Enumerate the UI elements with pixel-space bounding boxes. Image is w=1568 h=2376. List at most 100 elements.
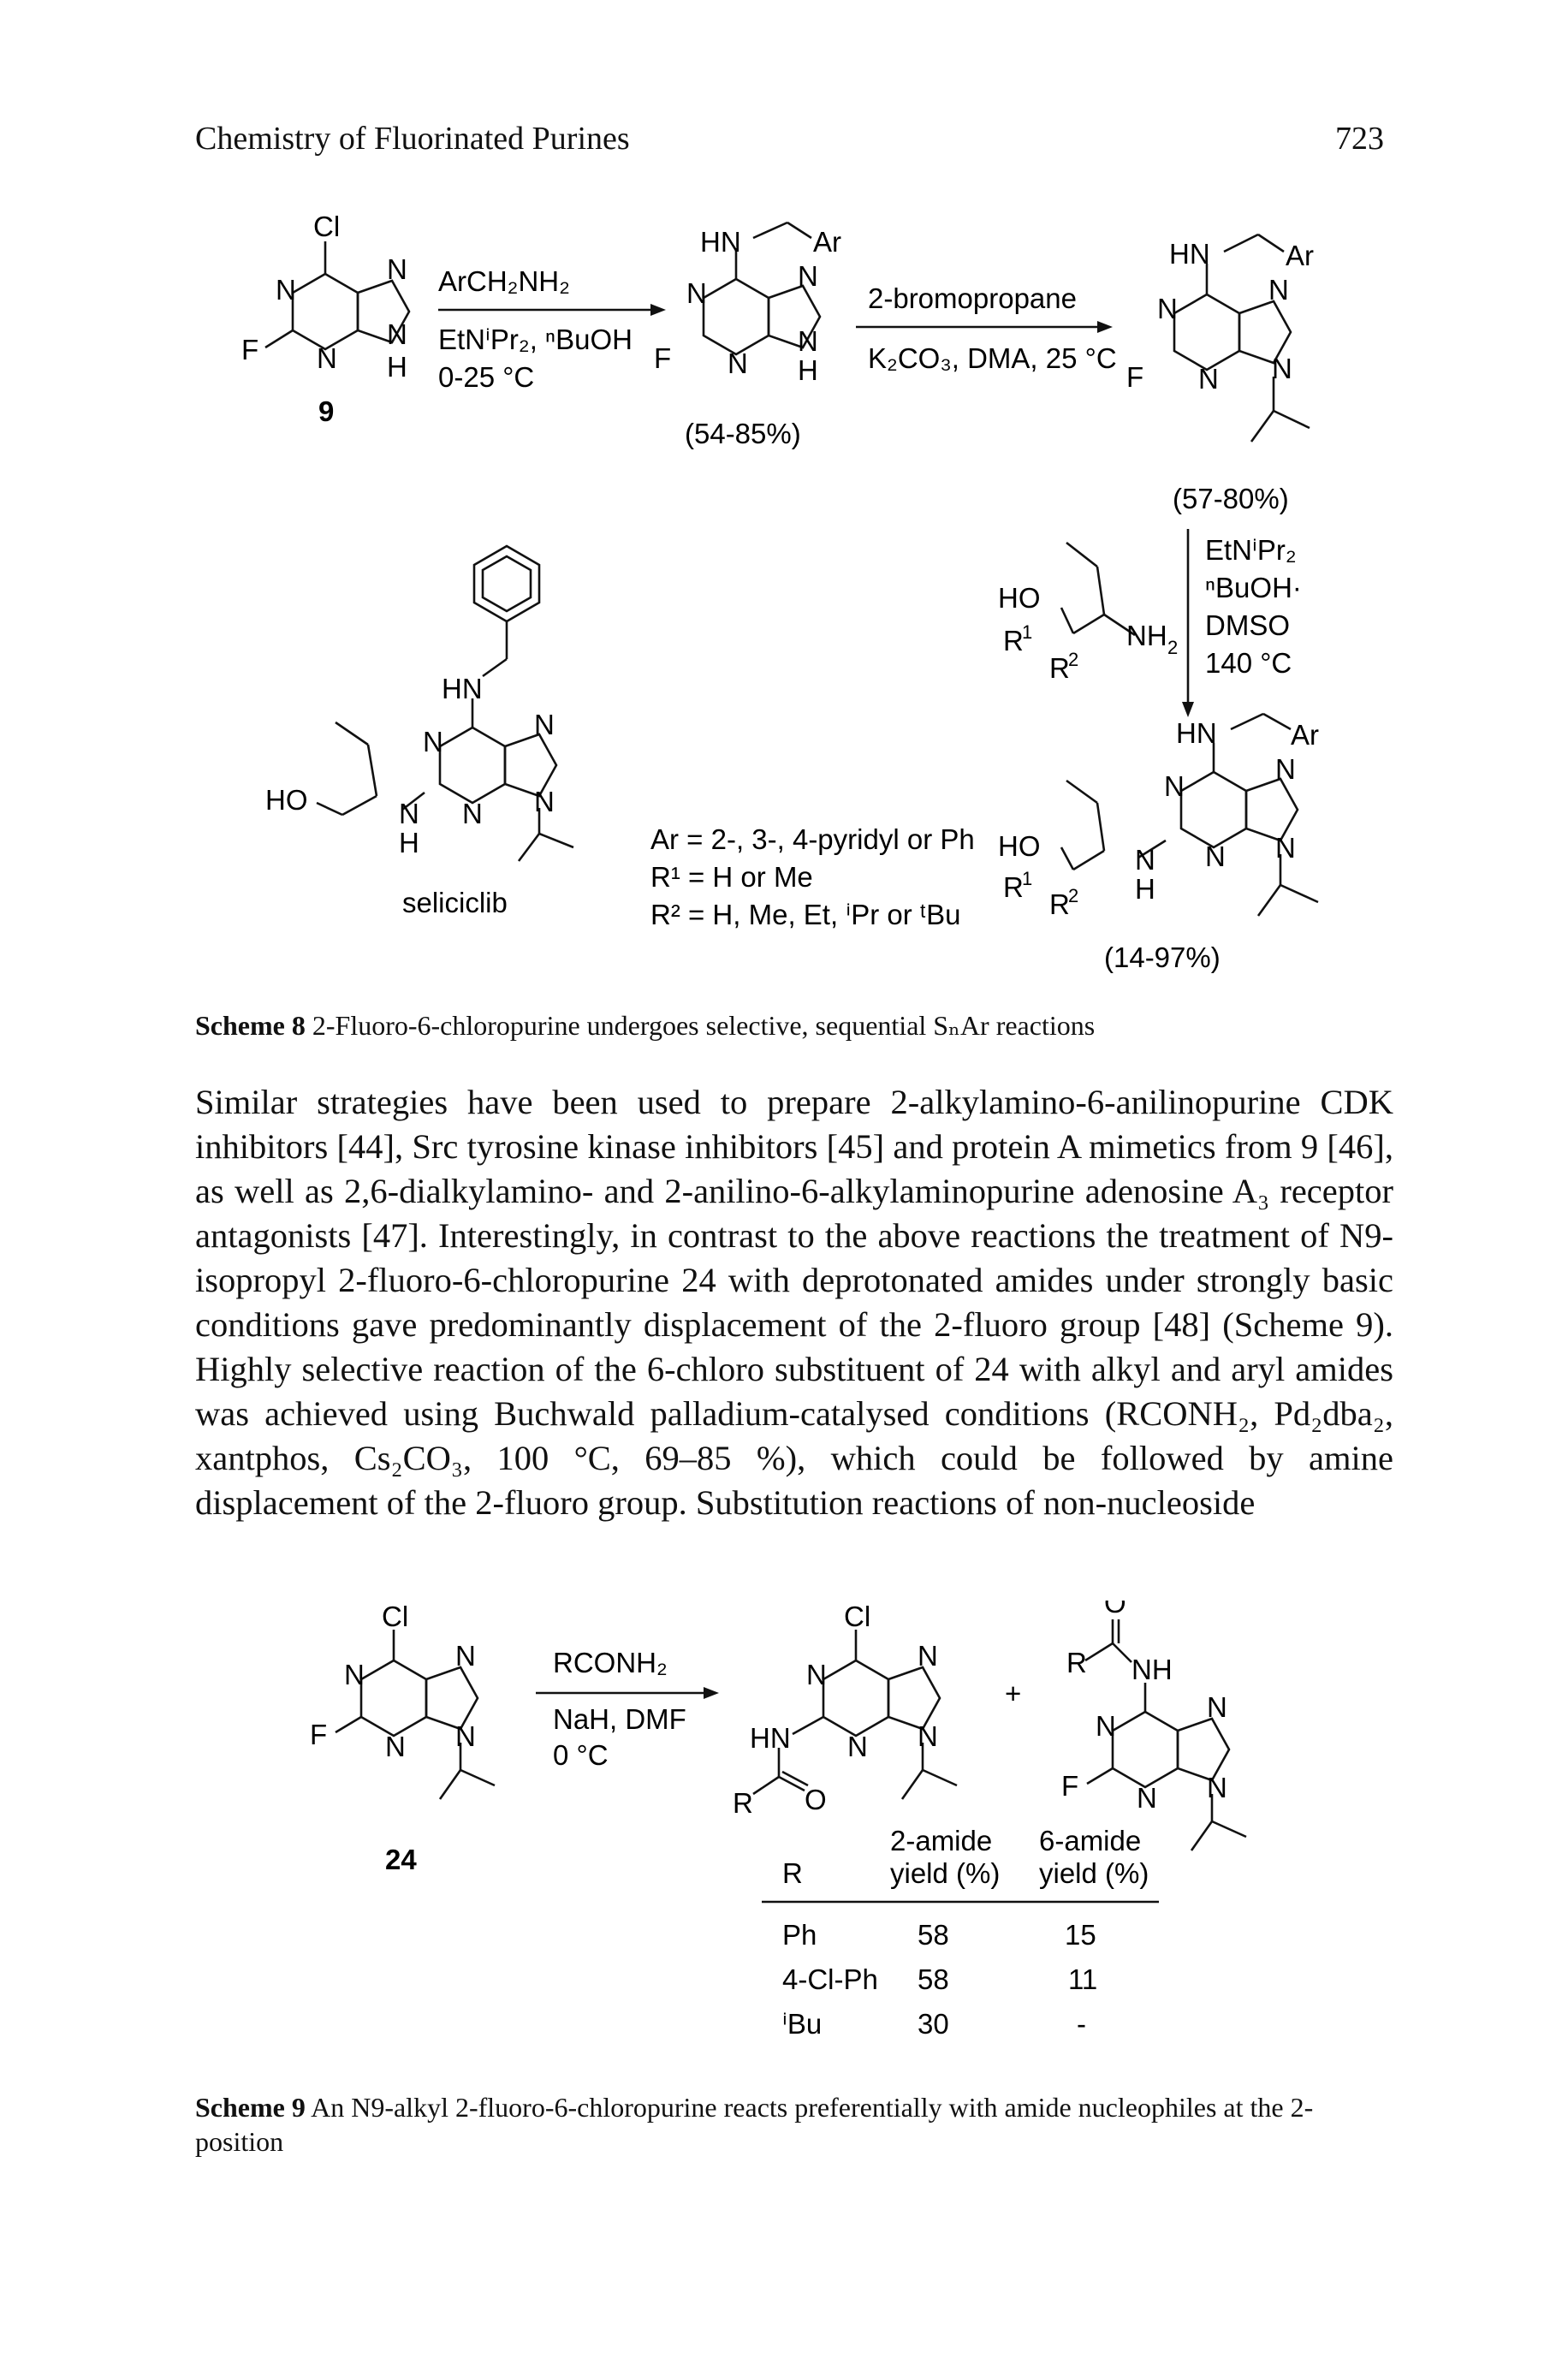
table-row-1-6amide: 15 (1065, 1919, 1096, 1951)
scheme-9-caption: Scheme 9 An N9-alkyl 2-fluoro-6-chloropu… (195, 2090, 1393, 2159)
yield-table: R 2-amide yield (%) 6-amide yield (%) Ph… (762, 1825, 1159, 2040)
svg-text:HN: HN (700, 226, 741, 258)
svg-text:1: 1 (1022, 868, 1032, 889)
six-amide-product-structure: O R NH N N N N F (1061, 1601, 1247, 1851)
svg-text:H: H (399, 827, 419, 858)
svg-text:N: N (462, 798, 483, 829)
svg-text:R: R (1003, 871, 1024, 903)
compound-24-structure: Cl N N N N F (310, 1601, 496, 1800)
svg-text:O: O (805, 1784, 827, 1815)
svg-text:N: N (806, 1659, 827, 1690)
step3-cond-4: 140 °C (1205, 647, 1292, 679)
compound-9-structure: Cl N N N N F H (241, 211, 411, 383)
svg-text:N: N (399, 798, 419, 829)
table-row-1-r: Ph (782, 1919, 817, 1951)
definition-ar: Ar = 2-, 3-, 4-pyridyl or Ph (650, 823, 975, 855)
body-paragraph-text: Similar strategies have been used to pre… (195, 1083, 1393, 1522)
svg-text:N: N (1164, 770, 1185, 802)
table-row-1-2amide: 58 (918, 1919, 949, 1951)
svg-text:NH: NH (1126, 620, 1167, 651)
svg-text:N: N (1268, 274, 1289, 306)
svg-text:R: R (1049, 652, 1070, 684)
table-header-2amide-line2: yield (%) (890, 1857, 1000, 1889)
svg-text:N: N (387, 253, 407, 285)
svg-text:N: N (455, 1640, 476, 1672)
svg-text:2: 2 (1068, 649, 1078, 670)
svg-text:N: N (847, 1731, 868, 1762)
step3-cond-3: DMSO (1205, 609, 1290, 641)
svg-text:2: 2 (1167, 637, 1178, 658)
svg-text:N: N (1272, 353, 1292, 384)
svg-text:NH: NH (1131, 1654, 1173, 1685)
table-row-3-6amide: - (1077, 2008, 1086, 2040)
scheme-8-caption: Scheme 8 2-Fluoro-6-chloropurine undergo… (195, 1008, 1393, 1042)
svg-text:N: N (1275, 832, 1296, 864)
definition-r1: R¹ = H or Me (650, 861, 813, 893)
step1-temp: 0-25 °C (438, 361, 534, 393)
two-amide-product-structure: Cl N N N N HN R O (733, 1601, 958, 1819)
table-header-6amide-line1: 6-amide (1039, 1825, 1141, 1856)
table-row-3-r: ⁱBu (782, 2008, 822, 2040)
svg-text:O: O (1104, 1601, 1126, 1619)
svg-text:Ar: Ar (813, 226, 841, 258)
svg-text:Cl: Cl (382, 1601, 408, 1632)
intermediate-1-structure: HN Ar N N N N F H (654, 221, 841, 386)
scheme9-conditions-2: 0 °C (553, 1739, 609, 1771)
svg-text:HO: HO (998, 582, 1041, 614)
step2-reagent: 2-bromopropane (868, 282, 1077, 314)
svg-text:N: N (534, 709, 555, 740)
step1-yield: (54-85%) (685, 418, 801, 449)
svg-text:2: 2 (1068, 885, 1078, 906)
step3-cond-1: EtNⁱPr₂ (1205, 534, 1297, 566)
svg-text:F: F (241, 334, 258, 365)
table-row-2-2amide: 58 (918, 1963, 949, 1995)
svg-text:R: R (1066, 1647, 1087, 1678)
svg-text:N: N (1096, 1710, 1116, 1742)
svg-text:Cl: Cl (313, 211, 340, 242)
running-header: Chemistry of Fluorinated Purines 723 (0, 0, 1568, 188)
table-header-r: R (782, 1857, 803, 1889)
scheme-8-figure: Cl N N N N F H 9 ArCH₂NH₂ EtNⁱPr₂, ⁿBuOH… (241, 211, 1319, 973)
svg-text:N: N (387, 318, 407, 350)
table-row-2-6amide: 11 (1068, 1963, 1097, 1995)
definition-r2: R² = H, Me, Et, ⁱPr or ᵗBu (650, 899, 960, 930)
seliciclib-structure: HN N N N N N H HO (265, 544, 574, 862)
scheme-9-caption-label: Scheme 9 (195, 2092, 306, 2123)
svg-text:F: F (1126, 361, 1143, 393)
svg-text:R: R (1003, 625, 1024, 656)
body-paragraph: Similar strategies have been used to pre… (195, 1080, 1393, 1525)
table-row-2-r: 4-Cl-Ph (782, 1963, 878, 1995)
svg-text:N: N (344, 1659, 365, 1690)
svg-text:1: 1 (1022, 621, 1032, 643)
svg-text:N: N (918, 1720, 938, 1752)
intermediate-2-structure: HN Ar N N N N F (1126, 233, 1314, 443)
step2-yield: (57-80%) (1173, 483, 1289, 514)
svg-text:HN: HN (1169, 238, 1210, 270)
final-product-structure: HN Ar N N N N N H HO R 1 R 2 (998, 712, 1319, 920)
svg-text:N: N (728, 347, 748, 379)
svg-text:R: R (1049, 888, 1070, 920)
svg-text:N: N (1207, 1772, 1227, 1803)
running-title: Chemistry of Fluorinated Purines (195, 121, 630, 157)
compound-24-label: 24 (385, 1844, 417, 1875)
svg-text:H: H (1135, 873, 1155, 905)
page-number: 723 (1335, 121, 1384, 157)
svg-text:N: N (534, 786, 555, 817)
svg-text:Ar: Ar (1286, 240, 1314, 271)
svg-text:N: N (1137, 1782, 1157, 1814)
svg-text:N: N (1135, 844, 1155, 876)
final-yield: (14-97%) (1104, 941, 1221, 973)
svg-text:N: N (798, 325, 818, 357)
svg-text:N: N (276, 274, 296, 306)
svg-text:R: R (733, 1787, 753, 1819)
svg-text:N: N (1275, 753, 1296, 785)
scheme-9-figure: Cl N N N N F 24 RCONH₂ NaH, DMF 0 °C Cl … (310, 1601, 1247, 2040)
svg-text:N: N (1205, 841, 1226, 872)
svg-text:N: N (423, 726, 443, 757)
step3-cond-2: ⁿBuOH· (1205, 572, 1302, 603)
svg-text:N: N (1157, 293, 1178, 324)
svg-text:HO: HO (265, 784, 308, 816)
scheme9-conditions-1: NaH, DMF (553, 1703, 686, 1735)
scheme-8-caption-label: Scheme 8 (195, 1010, 306, 1041)
svg-text:HN: HN (442, 673, 483, 704)
